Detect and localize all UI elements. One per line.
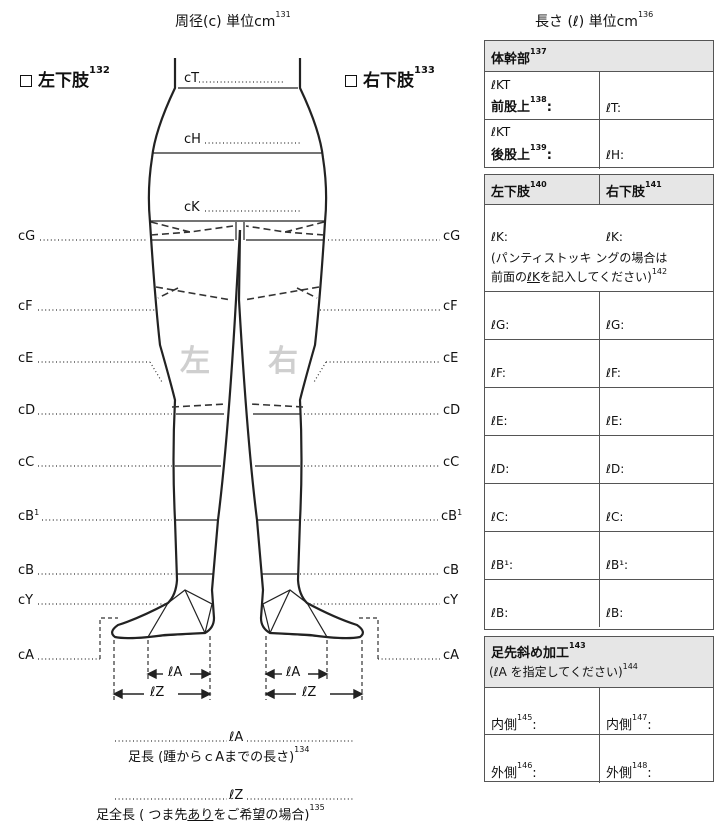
legs-length-table: 左下肢140 右下肢141 ℓK: ℓK: (パンティストッキ ングの場合は 前…	[484, 174, 714, 630]
label-cD-right: cD	[443, 403, 461, 418]
leg-length-field-right[interactable]: ℓE:	[606, 414, 623, 428]
lK-left-field[interactable]: ℓK:	[491, 230, 508, 244]
inner-left-field[interactable]: 内側145:	[491, 713, 537, 733]
label-cA-left: cA	[18, 648, 35, 663]
leg-length-field-left[interactable]: ℓF:	[491, 366, 506, 380]
label-lA-left: ℓA	[168, 665, 183, 680]
lT-field[interactable]: ℓT:	[606, 101, 622, 115]
label-cD-left: cD	[18, 403, 36, 418]
label-cT: cT	[184, 71, 200, 86]
length-header: 長さ (ℓ) 単位cm136	[535, 10, 654, 30]
foot-total-length-field[interactable]: ℓZ	[229, 788, 244, 803]
toe-diagonal-table: 足先斜め加工143 (ℓA を指定してください)144 内側145: 内側147…	[484, 636, 714, 783]
lK-note-line1: (パンティストッキ ングの場合は	[491, 251, 668, 265]
leg-length-field-right[interactable]: ℓF:	[606, 366, 621, 380]
right-limb-title: 右下肢133	[345, 65, 435, 91]
label-cB-left: cB	[18, 563, 35, 578]
label-cF-left: cF	[18, 299, 33, 314]
label-cY-left: cY	[18, 593, 34, 608]
label-cH: cH	[184, 132, 201, 147]
legs-left-title: 左下肢140	[491, 180, 547, 200]
label-lA-right: ℓA	[286, 665, 301, 680]
label-lZ-right: ℓZ	[302, 685, 317, 700]
watermark-right: 右	[268, 344, 298, 379]
label-cG-left: cG	[18, 229, 36, 244]
circumference-header: 周径(c) 単位cm131	[175, 10, 291, 30]
leg-length-field-right[interactable]: ℓG:	[606, 318, 625, 332]
label-cF-right: cF	[443, 299, 458, 314]
foot-total-length-label: 足全長 ( つま先ありをご希望の場合)135	[96, 803, 325, 823]
label-cK: cK	[184, 200, 200, 215]
label-cY-right: cY	[443, 593, 459, 608]
leg-length-field-left[interactable]: ℓB¹:	[491, 558, 514, 572]
trunk-table: 体幹部137 ℓKT 前股上138: ℓT: ℓKT 後股上139: ℓH:	[484, 40, 714, 169]
toe-title: 足先斜め加工143	[491, 641, 586, 661]
foot-length-label: 足長 (踵からｃAまでの長さ)134	[128, 745, 310, 765]
label-cC-left: cC	[18, 455, 35, 470]
label-cB1-left: cB1	[18, 508, 40, 524]
leg-length-field-left[interactable]: ℓE:	[491, 414, 508, 428]
outer-right-field[interactable]: 外側148:	[606, 761, 652, 781]
toe-subtitle: (ℓA を指定してください)144	[489, 662, 638, 679]
leg-length-field-left[interactable]: ℓC:	[491, 510, 509, 524]
label-cB1-right: cB1	[441, 508, 463, 524]
label-cC-right: cC	[443, 455, 460, 470]
foot-length-field[interactable]: ℓA	[229, 730, 244, 745]
lH-field[interactable]: ℓH:	[606, 148, 625, 162]
lK-right-field[interactable]: ℓK:	[606, 230, 623, 244]
label-cA-right: cA	[443, 648, 460, 663]
leg-length-field-left[interactable]: ℓG:	[491, 318, 510, 332]
outer-left-field[interactable]: 外側146:	[491, 761, 537, 781]
leg-length-field-right[interactable]: ℓC:	[606, 510, 624, 524]
label-cG-right: cG	[443, 229, 461, 244]
label-cB-right: cB	[443, 563, 460, 578]
leg-length-field-right[interactable]: ℓB¹:	[606, 558, 629, 572]
legs-right-title: 右下肢141	[606, 180, 662, 200]
leg-length-field-left[interactable]: ℓD:	[491, 462, 510, 476]
trunk-title: 体幹部137	[491, 47, 547, 67]
inner-right-field[interactable]: 内側147:	[606, 713, 652, 733]
back-rise-label: 後股上139:	[491, 143, 552, 163]
watermark-left: 左	[180, 344, 210, 379]
back-rise-code: ℓKT	[491, 125, 511, 139]
lK-note-line2: 前面のℓKを記入してください)142	[491, 267, 668, 284]
label-lZ-left: ℓZ	[150, 685, 165, 700]
leg-length-field-left[interactable]: ℓB:	[491, 606, 509, 620]
leg-length-field-right[interactable]: ℓB:	[606, 606, 624, 620]
leg-length-field-right[interactable]: ℓD:	[606, 462, 625, 476]
front-rise-label: 前股上138:	[491, 95, 552, 115]
label-cE-right: cE	[443, 351, 459, 366]
left-limb-title: 左下肢132	[20, 65, 110, 91]
label-cE-left: cE	[18, 351, 34, 366]
front-rise-code: ℓKT	[491, 78, 511, 92]
right-limb-checkbox[interactable]	[345, 75, 357, 87]
left-limb-checkbox[interactable]	[20, 75, 32, 87]
leg-diagram	[38, 58, 440, 800]
